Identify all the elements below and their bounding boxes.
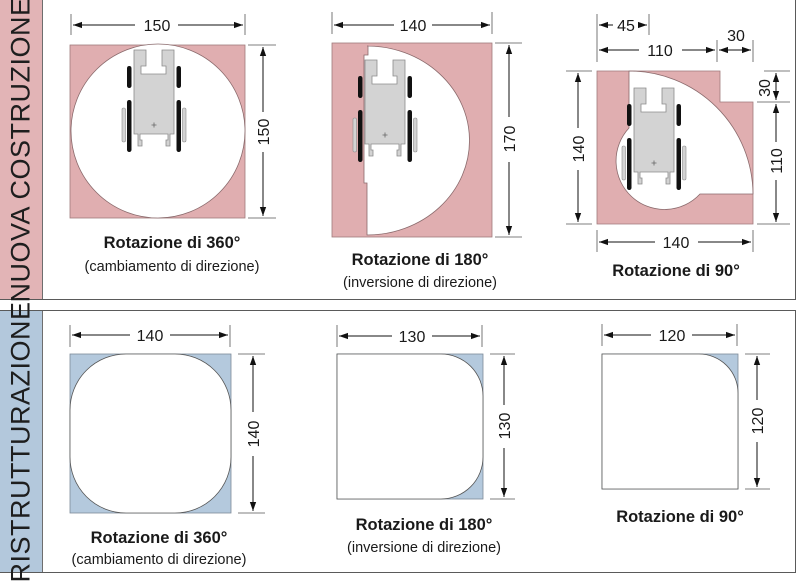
dim-lower-height: 110	[769, 148, 786, 174]
dim-height: 130	[497, 413, 514, 440]
dim-width: 140	[663, 235, 690, 252]
caption-subtitle: (cambiamento di direzione)	[72, 552, 247, 568]
diagram-360-renovation: 140 140 Rotazione di 360° (cambiamento d…	[69, 325, 265, 568]
dim-step-height: 30	[757, 79, 774, 97]
caption-title: Rotazione di 360°	[91, 529, 228, 547]
dim-width: 150	[144, 18, 171, 35]
dim-height: 140	[571, 136, 588, 163]
diagram-360-new: 150 150 Rotazione di 360° (cambiamento d…	[69, 14, 276, 275]
caption-subtitle: (inversione di direzione)	[347, 540, 501, 556]
diagram-180-renovation: 130 130 Rotazione di 180° (inversione di…	[336, 325, 515, 556]
dim-inner-width: 110	[647, 43, 673, 60]
caption-title: Rotazione di 90°	[612, 262, 740, 280]
caption-title: Rotazione di 180°	[356, 516, 493, 534]
renovation-band: RISTRUTTURAZIONE	[0, 301, 43, 582]
diagram-90-renovation: 120 120 Rotazione di 90°	[601, 324, 770, 526]
caption-subtitle: (inversione di direzione)	[343, 275, 497, 291]
diagram-180-new: 140 170 Rotazione di 180° (inversione di…	[331, 12, 522, 291]
dim-height: 170	[502, 126, 519, 153]
caption-subtitle: (cambiamento di direzione)	[85, 259, 260, 275]
diagram-90-new: 45 110 30 140 30 110 140 Rotazione di 90…	[566, 14, 790, 280]
caption-title: Rotazione di 90°	[616, 508, 744, 526]
dim-width: 140	[400, 18, 427, 35]
dim-step-width: 30	[727, 28, 745, 45]
caption-title: Rotazione di 360°	[104, 234, 241, 252]
dim-offset: 45	[617, 18, 635, 35]
dim-height: 150	[256, 119, 273, 146]
caption-title: Rotazione di 180°	[352, 251, 489, 269]
dim-height: 120	[750, 408, 767, 435]
dim-width: 120	[659, 328, 686, 345]
new-construction-band: NUOVA COSTRUZIONE	[0, 0, 43, 302]
dim-width: 130	[399, 329, 426, 346]
dim-width: 140	[137, 328, 164, 345]
dim-height: 140	[246, 421, 263, 448]
